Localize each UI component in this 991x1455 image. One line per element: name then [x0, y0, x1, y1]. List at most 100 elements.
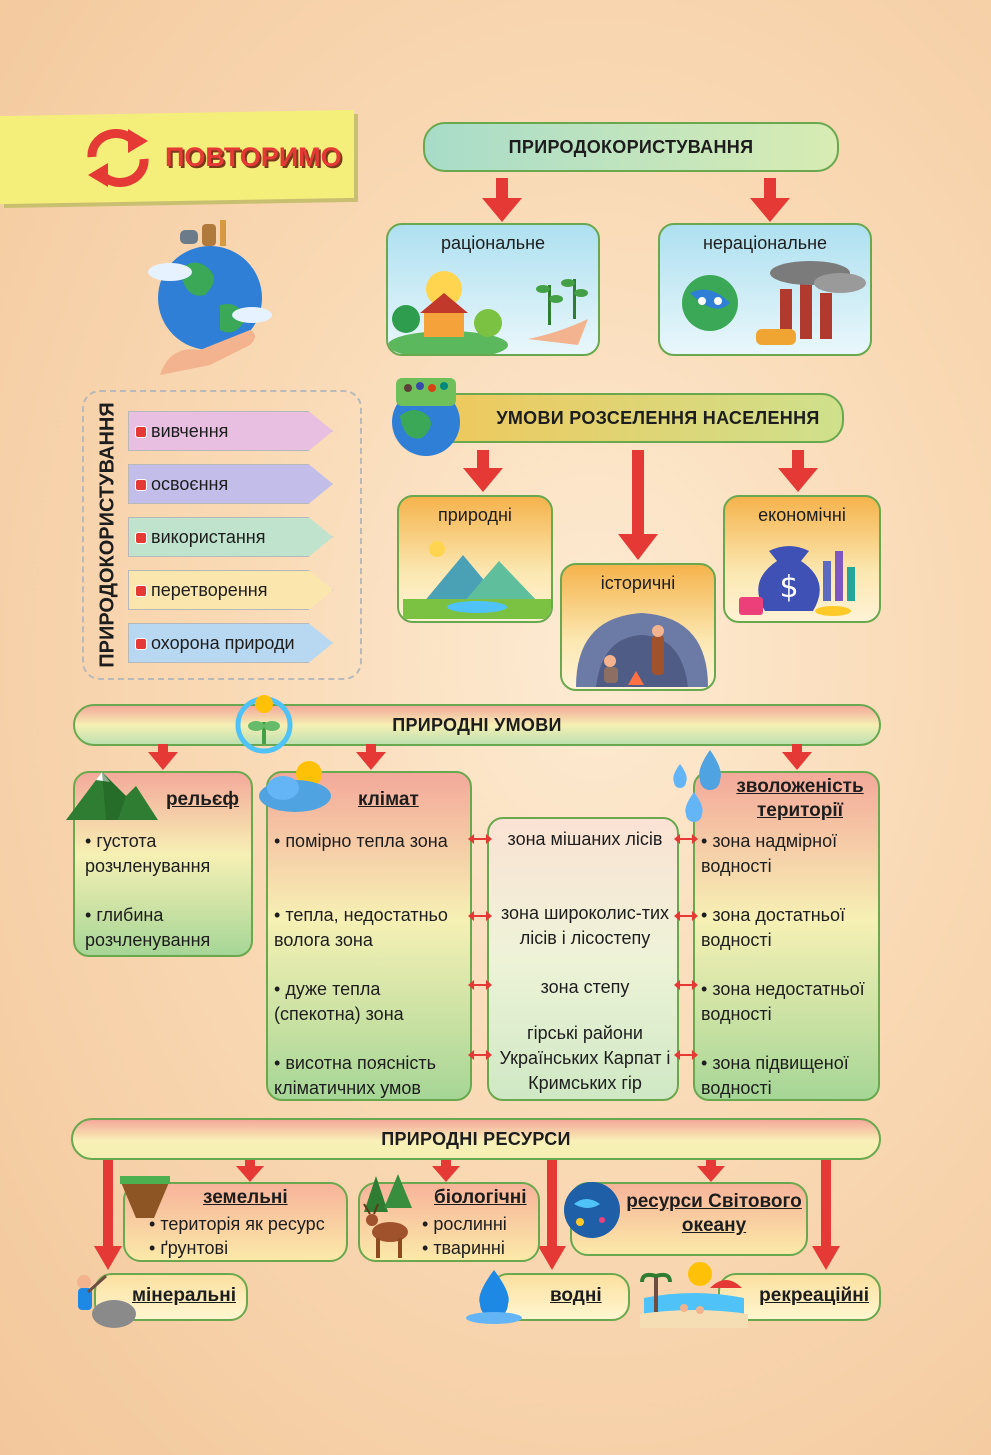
bullet-icon [135, 426, 147, 438]
money-bag-illustration: $ [739, 546, 855, 616]
arrow-down-icon [236, 1160, 264, 1182]
double-arrow-icon [468, 1050, 492, 1060]
bullet-icon [135, 638, 147, 650]
zone-item: гірські райони Українських Карпат і Крим… [499, 1023, 671, 1093]
historical-settlement-card: історичні [560, 563, 716, 691]
water-splash-icon [466, 1270, 522, 1324]
arrow-down-icon [432, 1160, 460, 1182]
bullet-icon [135, 532, 147, 544]
activity-label: охорона природи [151, 632, 295, 653]
relief-item: • глибина розчленування [85, 905, 211, 950]
activity-use: використання [128, 517, 333, 557]
ocean-title: ресурси Світового океану [626, 1191, 802, 1236]
ocean-icon [564, 1182, 620, 1238]
globe-people-icon [392, 378, 460, 456]
settlement-title-pill: УМОВИ РОЗСЕЛЕННЯ НАСЕЛЕННЯ [412, 393, 844, 443]
activity-label: використання [151, 526, 266, 547]
beach-icon [640, 1262, 748, 1328]
recreation-resources-card: рекреаційні [718, 1273, 881, 1321]
cave-illustration [576, 613, 708, 687]
economic-label: економічні [758, 505, 846, 525]
economic-settlement-card: економічні $ [723, 495, 881, 623]
activity-label: перетворення [151, 579, 268, 600]
recreation-title: рекреаційні [759, 1285, 869, 1306]
bio-item: • рослинні [422, 1214, 507, 1234]
moisture-item: • зона достатньої водності [701, 905, 846, 950]
natural-settlement-card: природні [397, 495, 553, 623]
zone-item: зона широколис-тих лісів і лісостепу [500, 903, 670, 948]
zone-item: зона мішаних лісів [507, 829, 663, 849]
settlement-title: УМОВИ РОЗСЕЛЕННЯ НАСЕЛЕННЯ [496, 407, 820, 428]
svg-text:$: $ [779, 570, 798, 605]
bio-title: біологічні [434, 1187, 527, 1208]
water-drops-icon [673, 750, 721, 822]
natural-label: природні [438, 505, 512, 525]
land-item: • ґрунтові [149, 1238, 229, 1258]
bullet-icon [135, 479, 147, 491]
arrow-down-icon [94, 1160, 122, 1270]
double-arrow-icon [468, 911, 492, 921]
water-title: водні [550, 1285, 602, 1306]
relief-card: рельєф • густота розчленування • глибина… [73, 771, 253, 957]
arrow-down-icon [782, 744, 812, 770]
double-arrow-icon [674, 1050, 698, 1060]
pollution-illustration [682, 261, 866, 345]
arrow-down-icon [538, 1160, 566, 1270]
top-title: ПРИРОДОКОРИСТУВАННЯ [508, 136, 754, 157]
top-title-pill: ПРИРОДОКОРИСТУВАННЯ [423, 122, 839, 172]
land-title: земельні [203, 1187, 288, 1208]
conditions-title: ПРИРОДНІ УМОВИ [392, 714, 562, 735]
arrow-down-icon [618, 450, 658, 560]
bio-resources-card: біологічні • рослинні • тваринні [358, 1182, 540, 1262]
sprout-cycle-icon [235, 695, 293, 754]
land-resources-card: земельні • територія як ресурс • ґрунтов… [123, 1182, 348, 1262]
eco-city-illustration [388, 271, 588, 354]
moisture-item: • зона підвищеної водності [701, 1053, 849, 1098]
resources-title-pill: ПРИРОДНІ РЕСУРСИ [71, 1118, 881, 1160]
double-arrow-icon [674, 834, 698, 844]
soil-icon [120, 1176, 170, 1218]
arrow-down-icon [482, 178, 522, 222]
bio-item: • тваринні [422, 1238, 505, 1258]
activities-box [82, 390, 362, 680]
climate-title: клімат [358, 789, 419, 810]
climate-item: • тепла, недостатньо волога зона [274, 905, 448, 950]
moisture-item: • зона надмірної водності [701, 831, 838, 876]
double-arrow-icon [468, 980, 492, 990]
activity-study: вивчення [128, 411, 333, 451]
climate-item: • помірно тепла зона [274, 831, 448, 851]
irrational-card: нераціональне [658, 223, 872, 356]
rational-card: раціональне [386, 223, 600, 356]
arrow-down-icon [778, 450, 818, 492]
mineral-resources-card: мінеральні [94, 1273, 248, 1321]
moisture-title: зволоженість території [736, 776, 864, 821]
land-item: • територія як ресурс [149, 1214, 325, 1234]
rational-label: раціональне [440, 233, 546, 253]
activity-protection: охорона природи [128, 623, 333, 663]
irrational-label: нераціональне [702, 233, 828, 253]
earth-hands-illustration [140, 210, 280, 380]
moisture-card: зволоженість території • зона надмірної … [693, 771, 880, 1101]
sun-cloud-icon [259, 761, 331, 812]
moisture-item: • зона недостатньої водності [701, 979, 865, 1024]
mineral-title: мінеральні [131, 1285, 236, 1306]
activities-vertical-label: ПРИРОДОКОРИСТУВАННЯ [96, 402, 119, 668]
climate-item: • висотна поясність кліматичних умов [274, 1053, 437, 1098]
arrow-down-icon [356, 744, 386, 770]
climate-item: • дуже тепла (спекотна) зона [274, 979, 404, 1024]
arrow-down-icon [463, 450, 503, 492]
bullet-icon [135, 585, 147, 597]
resources-title: ПРИРОДНІ РЕСУРСИ [381, 1128, 571, 1149]
miner-icon [77, 1274, 136, 1328]
arrow-down-icon [750, 178, 790, 222]
relief-item: • густота розчленування [85, 831, 211, 876]
arrow-down-icon [148, 744, 178, 770]
double-arrow-icon [468, 834, 492, 844]
mountain-icon [66, 772, 158, 820]
arrow-down-icon [697, 1160, 725, 1182]
deer-forest-icon [363, 1174, 412, 1258]
historical-label: історичні [600, 573, 676, 593]
activity-transformation: перетворення [128, 570, 333, 610]
activity-label: освоєння [151, 473, 229, 494]
conditions-title-pill: ПРИРОДНІ УМОВИ [73, 704, 881, 746]
